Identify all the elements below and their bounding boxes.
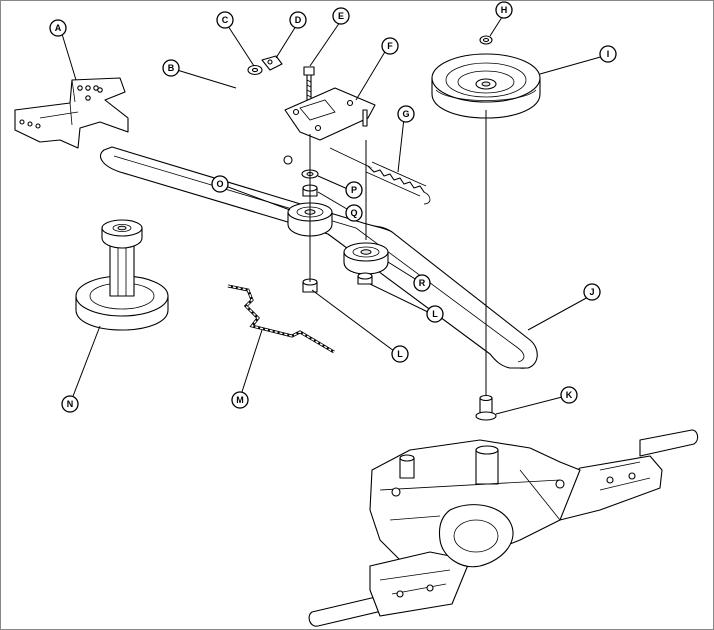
- part-idler-plate-f: [284, 87, 376, 141]
- svg-text:J: J: [589, 287, 594, 297]
- part-wire-m: [227, 284, 335, 354]
- part-rod-b: [231, 70, 293, 165]
- part-bolt-e: [303, 66, 315, 104]
- svg-text:M: M: [236, 395, 244, 405]
- callout-i: I: [599, 45, 617, 63]
- svg-text:N: N: [67, 399, 74, 409]
- svg-text:A: A: [55, 23, 62, 33]
- svg-text:L: L: [432, 309, 438, 319]
- part-belt-j: [100, 146, 538, 369]
- callout-q: Q: [345, 204, 363, 222]
- callout-r: R: [413, 274, 431, 292]
- callout-o: O: [211, 175, 229, 193]
- callout-g: G: [397, 105, 415, 123]
- part-keeper-h: [479, 35, 493, 45]
- part-nut-l-upper: [357, 272, 373, 285]
- svg-text:B: B: [168, 63, 175, 73]
- svg-text:Q: Q: [350, 208, 357, 218]
- part-idler-pulley-r: [343, 242, 389, 275]
- svg-text:C: C: [222, 15, 229, 25]
- part-bracket-a: [14, 77, 129, 149]
- svg-text:G: G: [402, 109, 409, 119]
- callout-c: C: [216, 11, 234, 29]
- part-clip-d: [261, 55, 283, 71]
- callout-j: J: [583, 283, 601, 301]
- callout-n: N: [61, 395, 79, 413]
- callout-m: M: [231, 391, 249, 409]
- callout-e: E: [332, 7, 350, 25]
- transaxle-assembly: [308, 429, 699, 627]
- callout-k: K: [560, 386, 578, 404]
- callout-l-lower: L: [391, 345, 409, 363]
- svg-text:R: R: [419, 278, 426, 288]
- callout-b: B: [162, 59, 180, 77]
- callout-d: D: [289, 11, 307, 29]
- part-pulley-i: [431, 53, 541, 119]
- part-washer-c: [247, 64, 263, 76]
- svg-text:H: H: [501, 5, 508, 15]
- svg-text:D: D: [295, 15, 302, 25]
- part-fitting-k: [475, 394, 497, 421]
- svg-text:O: O: [216, 179, 223, 189]
- callout-a: A: [49, 19, 67, 37]
- callout-h: H: [495, 1, 513, 19]
- part-spring-g: [329, 147, 431, 205]
- callout-f: F: [381, 37, 399, 55]
- svg-text:L: L: [397, 349, 403, 359]
- leader-lines: [61, 13, 605, 415]
- callout-l-upper: L: [426, 305, 444, 323]
- svg-text:E: E: [338, 11, 344, 21]
- callout-p: P: [345, 181, 363, 199]
- svg-text:F: F: [387, 41, 393, 51]
- svg-text:K: K: [566, 390, 573, 400]
- svg-text:I: I: [607, 49, 610, 59]
- part-engine-pulley-n: [75, 219, 169, 331]
- svg-text:P: P: [351, 185, 357, 195]
